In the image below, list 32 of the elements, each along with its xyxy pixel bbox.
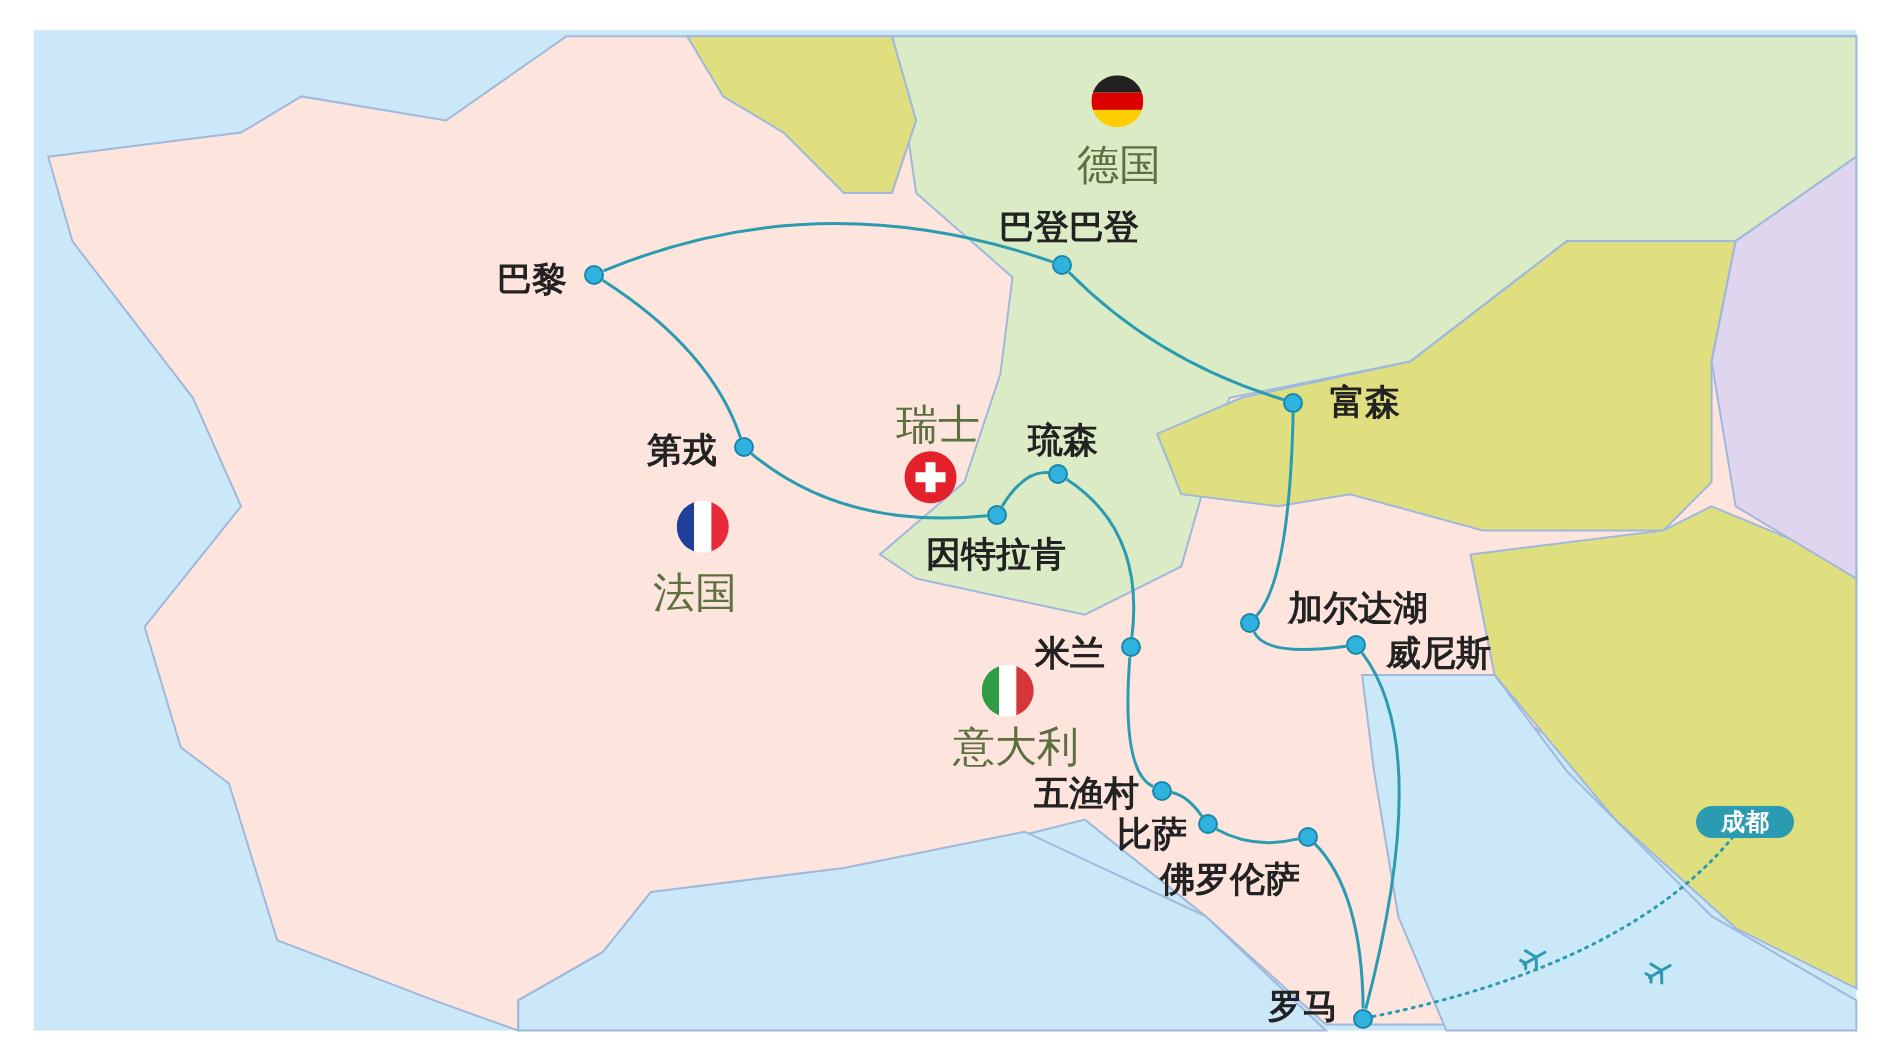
- route-line: [1126, 657, 1154, 788]
- city-name: 五渔村: [1034, 775, 1140, 811]
- route-line: [1171, 791, 1204, 818]
- route-line: [1255, 412, 1295, 617]
- route-line: [1065, 477, 1136, 638]
- route-line: [750, 452, 987, 520]
- route-line: [1360, 652, 1401, 1010]
- city-name: 富森: [1330, 384, 1401, 420]
- city-name: 因特拉肯: [926, 536, 1067, 572]
- city-name: 佛罗伦萨: [1160, 862, 1301, 897]
- city-name: 罗马: [1267, 988, 1338, 1024]
- route-line: [1313, 842, 1365, 1009]
- route-line: [1252, 631, 1347, 651]
- city-name: 比萨: [1116, 816, 1187, 852]
- flight-route: [1371, 836, 1734, 1018]
- city-name: 琉森: [1027, 422, 1098, 458]
- city-name: 第戎: [646, 432, 717, 468]
- city-name: 巴黎: [497, 261, 568, 297]
- country-name: 德国: [1076, 144, 1161, 187]
- city-name: 巴登巴登: [998, 209, 1139, 245]
- route-line: [1000, 471, 1049, 507]
- city-name: 加尔达湖: [1288, 590, 1428, 626]
- city-name: 米兰: [1034, 635, 1105, 671]
- country-name: 瑞士: [895, 404, 980, 447]
- city-name: 威尼斯: [1386, 635, 1492, 671]
- route-line: [602, 222, 1053, 273]
- route-line: [1215, 827, 1299, 845]
- country-name: 法国: [653, 572, 738, 615]
- city-badge: 成都: [1696, 806, 1795, 839]
- route-line: [1067, 271, 1285, 402]
- route-line: [601, 278, 742, 439]
- country-name: 意大利: [953, 726, 1080, 769]
